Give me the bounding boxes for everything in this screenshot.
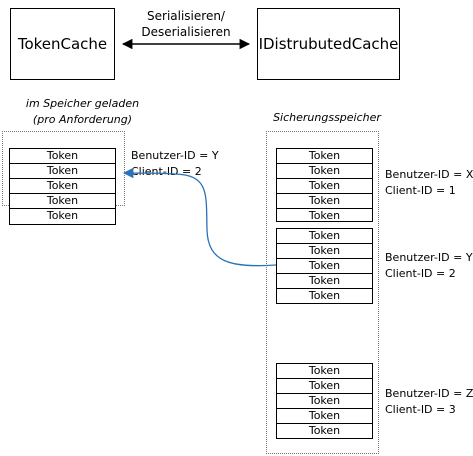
token-row: Token [277,149,372,164]
token-row: Token [277,394,372,409]
backing-user-id: Benutzer-ID = Y [385,251,473,264]
serialize-label-line1: Serialisieren/ [147,9,225,23]
backing-ids-x: Benutzer-ID = X Client-ID = 1 [385,167,473,199]
backing-token-table-y: Token Token Token Token Token [276,228,373,304]
backing-container [266,131,379,454]
backing-caption: Sicherungsspeicher [273,111,381,124]
token-row: Token [277,379,372,394]
backing-ids-y: Benutzer-ID = Y Client-ID = 2 [385,250,473,282]
backing-client-id: Client-ID = 1 [385,184,456,197]
memory-ids: Benutzer-ID = Y Client-ID = 2 [131,148,219,180]
backing-client-id: Client-ID = 3 [385,403,456,416]
token-row: Token [10,194,115,209]
backing-token-table-z: Token Token Token Token Token [276,363,373,439]
token-row: Token [308,424,341,437]
memory-user-id: Benutzer-ID = Y [131,149,219,162]
token-row: Token [277,244,372,259]
token-row: Token [10,149,115,164]
memory-client-id: Client-ID = 2 [131,165,202,178]
token-row: Token [277,409,372,424]
memory-caption-line1: im Speicher geladen [25,97,140,110]
load-arrow [122,167,277,267]
token-row: Token [277,259,372,274]
token-row: Token [277,274,372,289]
backing-client-id: Client-ID = 2 [385,267,456,280]
token-row: Token [308,289,341,302]
distributed-cache-box: IDistrubutedCache [257,8,400,80]
distributed-cache-label: IDistrubutedCache [258,35,399,53]
token-row: Token [308,209,341,222]
backing-user-id: Benutzer-ID = X [385,168,473,181]
token-row: Token [277,179,372,194]
token-row: Token [10,179,115,194]
token-row: Token [277,229,372,244]
tokencache-box: TokenCache [10,8,115,80]
tokencache-label: TokenCache [17,35,108,53]
backing-ids-z: Benutzer-ID = Z Client-ID = 3 [385,386,473,418]
memory-caption: im Speicher geladen (pro Anforderung) [10,96,155,128]
backing-user-id: Benutzer-ID = Z [385,387,473,400]
token-row: Token [46,209,79,222]
token-row: Token [277,164,372,179]
token-row: Token [277,194,372,209]
backing-token-table-x: Token Token Token Token Token [276,148,373,222]
serialize-label-line2: Deserialisieren [141,25,231,39]
token-row: Token [10,164,115,179]
memory-caption-line2: (pro Anforderung) [32,113,133,126]
memory-token-table: Token Token Token Token Token [9,148,116,225]
token-row: Token [277,364,372,379]
serialize-label: Serialisieren/ Deserialisieren [131,8,241,40]
